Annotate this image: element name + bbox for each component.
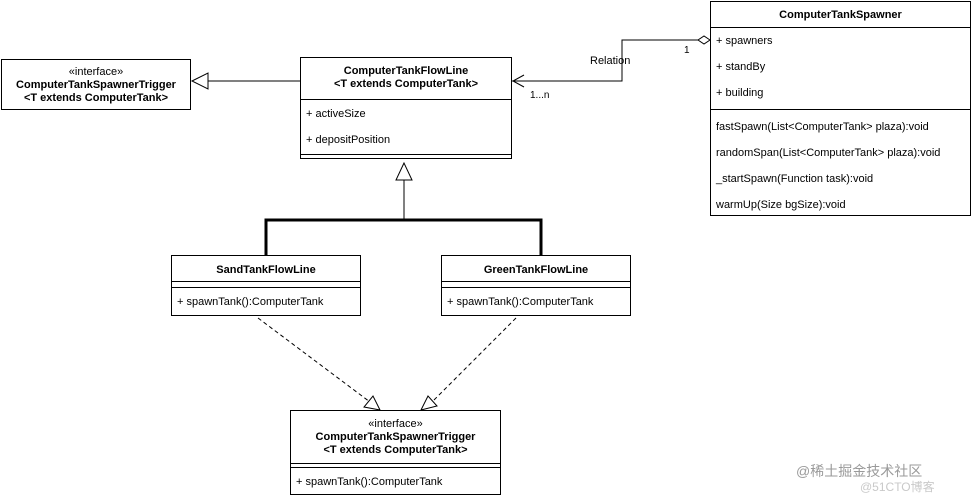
realization-sand-to-trigger [257,317,381,411]
divider [711,109,970,110]
method-randomspan: randomSpan(List<ComputerTank> plaza):voi… [716,147,941,159]
divider [172,287,360,288]
method-fastspawn: fastSpawn(List<ComputerTank> plaza):void [716,121,929,133]
interface-name: ComputerTankSpawnerTrigger [16,79,176,91]
attribute-building: + building [716,87,764,99]
aggregation-relation [511,35,711,88]
class-name: GreenTankFlowLine [483,264,589,276]
interface-trigger-bottom[interactable]: «interface» ComputerTankSpawnerTrigger <… [290,410,501,495]
realization-green-to-trigger [420,317,517,411]
realization-flowline-to-trigger [190,72,300,90]
attribute-spawners: + spawners [716,35,773,47]
generalization-tree [264,161,543,255]
method-startspawn: _startSpawn(Function task):void [716,173,874,185]
class-name: ComputerTankFlowLine [343,65,469,77]
method-spawntank: + spawnTank():ComputerTank [296,476,443,488]
divider [442,281,630,282]
class-name: SandTankFlowLine [216,264,316,276]
class-sand-tank-flowline[interactable]: SandTankFlowLine + spawnTank():ComputerT… [171,255,361,316]
divider [711,27,970,28]
attribute-depositposition: + depositPosition [306,134,391,146]
method-spawntank: + spawnTank():ComputerTank [447,296,594,308]
relation-source-multiplicity: 1 [684,45,690,56]
generic-param: <T extends ComputerTank> [23,92,169,104]
class-computer-tank-spawner[interactable]: ComputerTankSpawner + spawners + standBy… [710,1,971,216]
stereotype-label: «interface» [368,418,423,430]
relation-label: Relation [590,55,631,67]
divider [291,467,500,468]
class-green-tank-flowline[interactable]: GreenTankFlowLine + spawnTank():Computer… [441,255,631,316]
method-spawntank: + spawnTank():ComputerTank [177,296,324,308]
attribute-standby: + standBy [716,61,766,73]
watermark-sub: @51CTO博客 [860,480,935,494]
stereotype-label: «interface» [68,66,124,78]
watermark-main: @稀土掘金技术社区 [796,463,923,479]
generic-param: <T extends ComputerTank> [323,444,468,456]
divider [442,287,630,288]
method-warmup: warmUp(Size bgSize):void [716,199,846,211]
class-name: ComputerTankSpawner [779,9,902,21]
attribute-activesize: + activeSize [306,108,366,120]
interface-trigger-top[interactable]: «interface» ComputerTankSpawnerTrigger <… [1,59,191,110]
divider [172,281,360,282]
divider [291,463,500,464]
generic-param: <T extends ComputerTank> [333,78,479,90]
class-computer-tank-flowline[interactable]: ComputerTankFlowLine <T extends Computer… [300,57,512,159]
divider [301,99,511,100]
divider [301,154,511,155]
interface-name: ComputerTankSpawnerTrigger [315,431,476,443]
relation-target-multiplicity: 1...n [530,90,550,101]
